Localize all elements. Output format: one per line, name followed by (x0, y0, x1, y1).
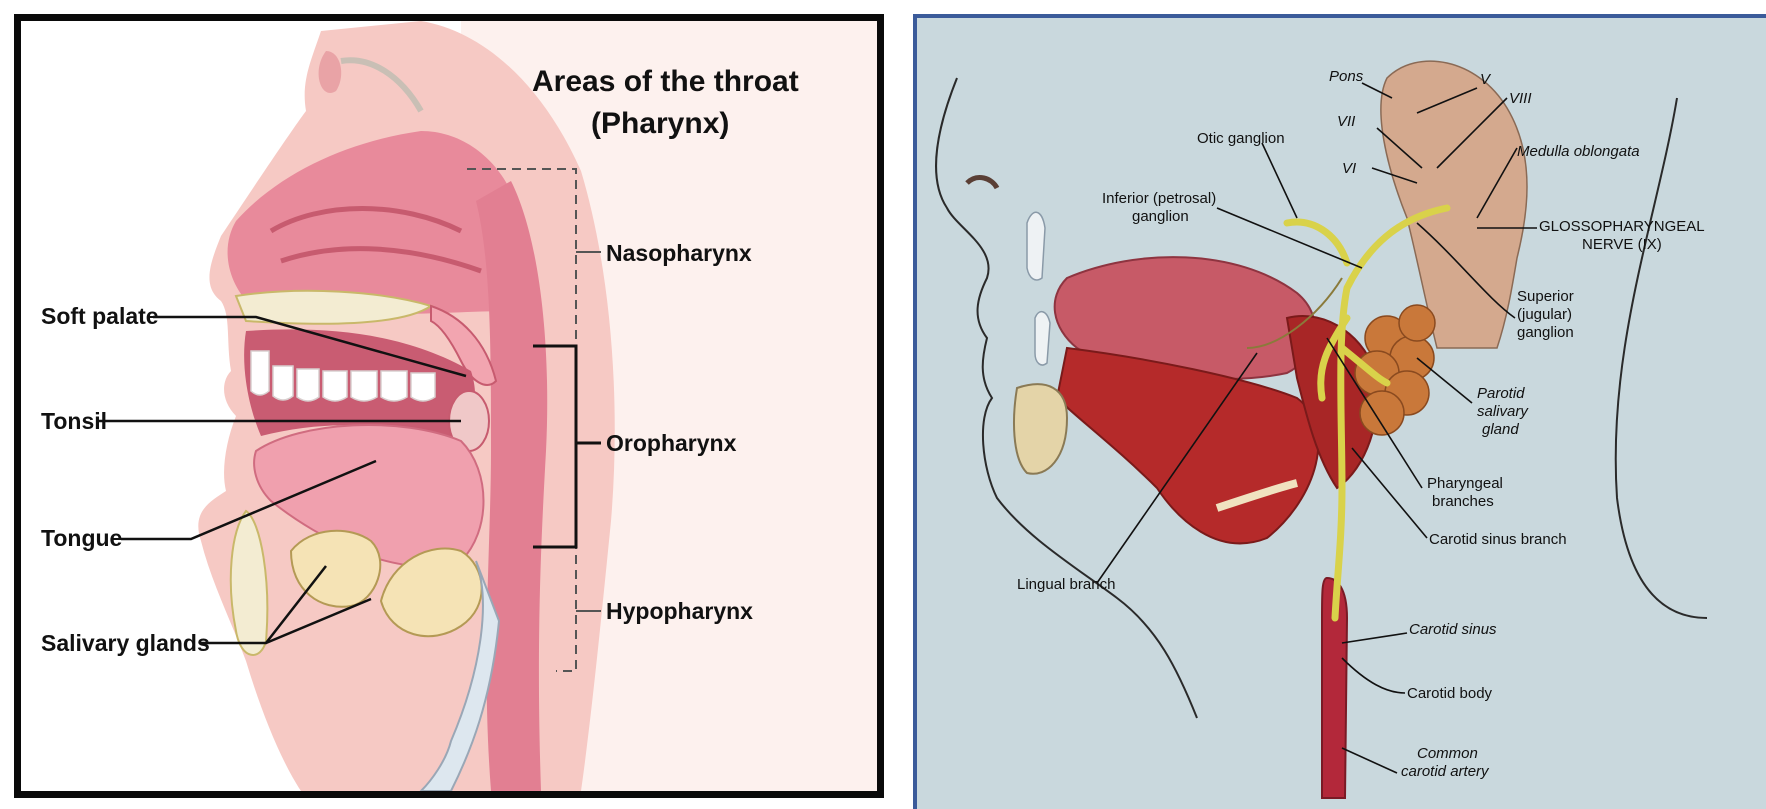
label-salivary-glands: Salivary glands (41, 630, 210, 656)
label-vi: VI (1342, 160, 1356, 177)
glossopharyngeal-nerve-panel: Pons V VIII VII VI Otic ganglion Medulla… (913, 14, 1766, 809)
label-parotid-3: gland (1482, 421, 1519, 438)
label-superior-ganglion-1: Superior (1517, 288, 1574, 305)
label-carotid-body: Carotid body (1407, 685, 1493, 702)
nerve-illustration: Pons V VIII VII VI Otic ganglion Medulla… (917, 18, 1766, 809)
pharynx-areas-panel: Areas of the throat (Pharynx) Nasopharyn… (14, 14, 884, 798)
label-carotid-sinus: Carotid sinus (1409, 621, 1497, 638)
label-hypopharynx: Hypopharynx (606, 598, 753, 624)
label-parotid-1: Parotid (1477, 385, 1525, 402)
label-pharyngeal-2: branches (1432, 493, 1494, 510)
label-vii: VII (1337, 113, 1355, 130)
label-tonsil: Tonsil (41, 408, 107, 434)
label-nasopharynx: Nasopharynx (606, 240, 752, 266)
label-parotid-2: salivary (1477, 403, 1529, 420)
label-inferior-ganglion-2: ganglion (1132, 208, 1189, 225)
label-pons: Pons (1329, 68, 1364, 85)
pharynx-illustration: Areas of the throat (Pharynx) Nasopharyn… (21, 21, 877, 791)
label-inferior-ganglion-1: Inferior (petrosal) (1102, 190, 1216, 207)
nasal-cavity (228, 131, 523, 314)
label-glossopharyngeal-2: NERVE (IX) (1582, 236, 1662, 253)
label-common-carotid-2: carotid artery (1401, 763, 1490, 780)
brainstem (1381, 61, 1527, 348)
label-common-carotid-1: Common (1417, 745, 1478, 762)
label-superior-ganglion-3: ganglion (1517, 324, 1574, 341)
label-soft-palate: Soft palate (41, 303, 159, 329)
label-medulla-oblongata: Medulla oblongata (1517, 143, 1640, 160)
label-glossopharyngeal-1: GLOSSOPHARYNGEAL (1539, 218, 1705, 235)
upper-tooth (1027, 212, 1045, 280)
label-v: V (1480, 71, 1492, 88)
tongue-muscles (1057, 348, 1318, 543)
lower-tooth (1035, 312, 1050, 365)
title-line-1: Areas of the throat (532, 65, 799, 98)
label-oropharynx: Oropharynx (606, 430, 737, 456)
label-tongue: Tongue (41, 525, 122, 551)
neck-outline (1616, 98, 1707, 618)
mandible-section (1014, 384, 1067, 474)
label-otic-ganglion: Otic ganglion (1197, 130, 1285, 147)
label-superior-ganglion-2: (jugular) (1517, 306, 1572, 323)
label-pharyngeal-1: Pharyngeal (1427, 475, 1503, 492)
title-line-2: (Pharynx) (591, 107, 729, 140)
nostril (967, 178, 997, 188)
label-carotid-sinus-branch: Carotid sinus branch (1429, 531, 1567, 548)
label-lingual-branch: Lingual branch (1017, 576, 1115, 593)
label-viii: VIII (1509, 90, 1532, 107)
